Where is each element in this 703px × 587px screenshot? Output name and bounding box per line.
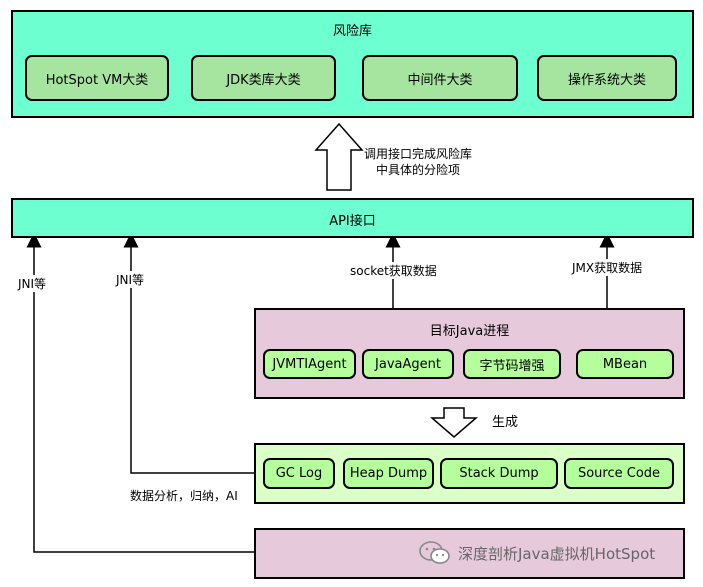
- artifact-source-code: Source Code: [564, 458, 674, 489]
- target-item-bytecode: 字节码增强: [463, 349, 561, 379]
- jnmti-connector: [123, 232, 254, 474]
- api-title: API接口: [329, 214, 376, 229]
- jmx-label: JMX获取数据: [572, 259, 643, 276]
- down-hollow-arrow: [429, 407, 479, 438]
- target-item-mbean: MBean: [576, 349, 674, 379]
- artifact-gc-log: GC Log: [263, 458, 335, 489]
- jni-connector: [26, 232, 254, 553]
- call-note-line2: 中具体的分险项: [375, 163, 460, 177]
- target-item-javaagent: JavaAgent: [362, 349, 454, 379]
- target-process-title: 目标Java进程: [429, 324, 510, 339]
- target-item-jvmtiagent: JVMTIAgent: [263, 349, 356, 379]
- jni-label: JNI等: [18, 275, 47, 292]
- socket-label: socket获取数据: [350, 262, 437, 279]
- risk-item-hotspot: HotSpot VM大类: [25, 55, 169, 101]
- watermark: 深度剖析Java虚拟机HotSpot: [418, 538, 688, 568]
- wechat-icon: [418, 540, 452, 566]
- jnmti-label: JNI等: [116, 271, 145, 288]
- analysis-label: 数据分析，归纳，AI: [130, 489, 238, 503]
- risk-item-middleware: 中间件大类: [362, 55, 518, 101]
- call-note-line1: 调用接口完成风险库: [363, 147, 472, 161]
- bottom-box: [254, 528, 685, 579]
- risk-library-title: 风险库: [332, 24, 372, 39]
- artifact-heap-dump: Heap Dump: [343, 458, 434, 489]
- api-box: [11, 198, 694, 238]
- risk-item-jdk: JDK类库大类: [191, 55, 336, 101]
- up-hollow-arrow: [314, 122, 364, 191]
- generate-label: 生成: [492, 415, 519, 430]
- watermark-text: 深度剖析Java虚拟机HotSpot: [458, 544, 656, 563]
- artifact-stack-dump: Stack Dump: [440, 458, 558, 489]
- risk-item-os: 操作系统大类: [537, 55, 677, 101]
